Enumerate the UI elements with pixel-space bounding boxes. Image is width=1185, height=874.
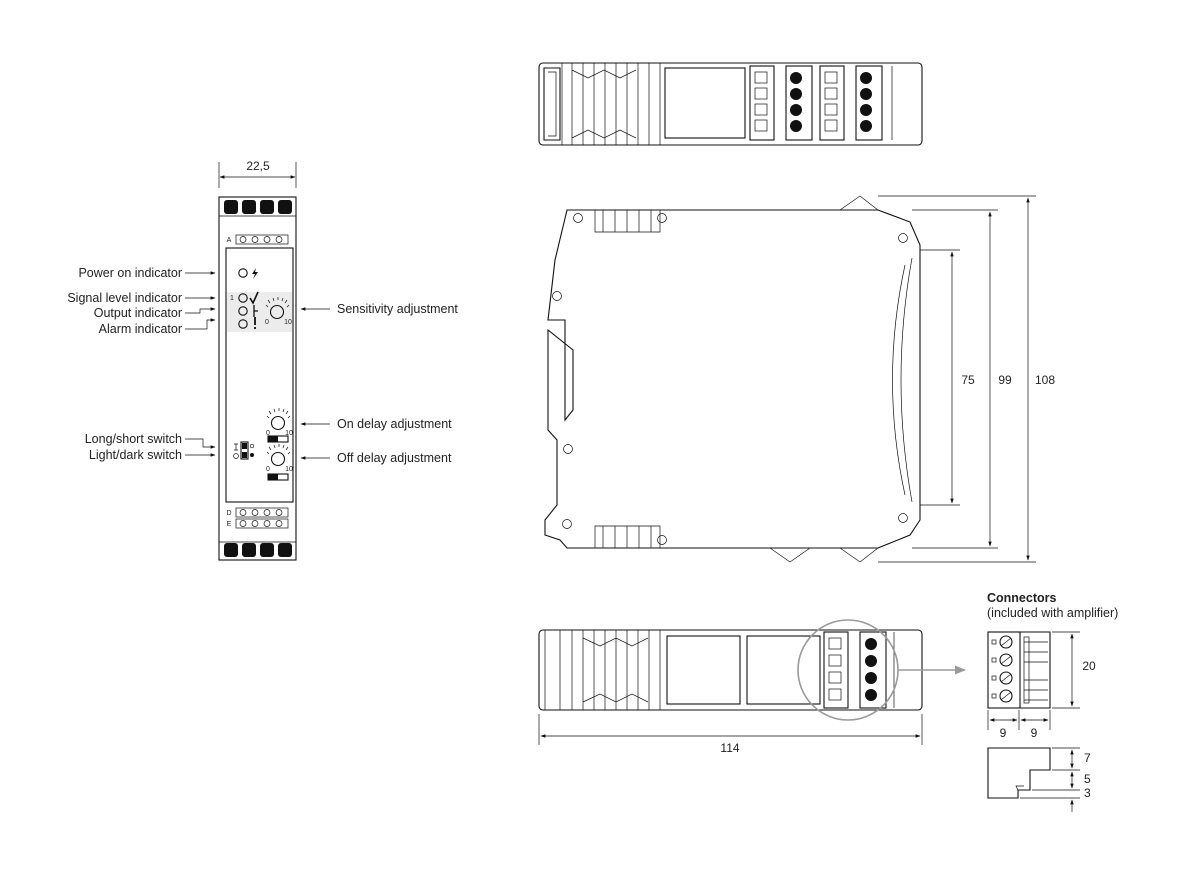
power-on-indicator-label: Power on indicator — [78, 266, 182, 280]
off-delay-knob: 0 10 — [266, 444, 293, 473]
connector-pitch-b: 9 — [1031, 726, 1038, 740]
output-indicator-label: Output indicator — [94, 306, 182, 320]
front-screw-row-a — [235, 234, 289, 245]
indicator-shade — [227, 292, 292, 332]
row-letter-e: E — [227, 521, 232, 528]
power-icon — [252, 268, 258, 279]
front-width-label: 22,5 — [246, 159, 270, 173]
side-dim-middle: 99 — [998, 373, 1012, 387]
connectors-subtitle: (included with amplifier) — [987, 606, 1118, 620]
front-screw-row-e — [235, 518, 289, 529]
sensitivity-adjustment-label: Sensitivity adjustment — [337, 302, 458, 316]
svg-text:0: 0 — [266, 466, 270, 473]
connectors-title: Connectors — [987, 591, 1057, 605]
side-dim-outer: 108 — [1035, 373, 1055, 387]
front-screw-row-d — [235, 507, 289, 518]
svg-text:10: 10 — [285, 466, 293, 473]
side-view: 75 99 108 — [544, 195, 1055, 563]
bottom-view: 114 — [538, 619, 967, 755]
channel-number: 1 — [230, 295, 234, 302]
svg-text:10: 10 — [284, 319, 292, 326]
front-width-dimension: 22,5 — [218, 159, 297, 188]
front-bottom-terminals — [219, 541, 296, 557]
on-delay-knob: 0 10 — [266, 408, 293, 437]
side-dim-inner: 75 — [961, 373, 975, 387]
on-delay-adjustment-label: On delay adjustment — [337, 417, 452, 431]
row-letter-d: D — [226, 510, 231, 517]
svg-text:0: 0 — [265, 319, 269, 326]
light-dark-switch-label: Light/dark switch — [89, 448, 182, 462]
output-led — [238, 306, 248, 316]
connector-pitch-a: 9 — [1000, 726, 1007, 740]
svg-text:10: 10 — [285, 430, 293, 437]
connector-side-mid: 5 — [1084, 772, 1091, 786]
svg-text:0: 0 — [266, 430, 270, 437]
off-delay-adjustment-label: Off delay adjustment — [337, 451, 452, 465]
alarm-led — [238, 319, 248, 329]
bottom-length-label: 114 — [720, 741, 739, 755]
front-top-terminals — [219, 200, 296, 217]
checkmark-icon — [249, 291, 259, 305]
front-view: 22,5 A 1 — [67, 159, 458, 561]
front-housing — [218, 196, 297, 561]
long-short-switch-label: Long/short switch — [85, 432, 182, 446]
signal-level-led — [238, 293, 248, 303]
alarm-indicator-label: Alarm indicator — [99, 322, 182, 336]
front-panel — [225, 247, 294, 503]
mode-switch — [233, 441, 255, 460]
connector-side-bottom: 3 — [1084, 786, 1091, 800]
row-letter-a: A — [227, 237, 232, 244]
sensitivity-knob: 0 10 — [265, 297, 292, 326]
output-icon — [253, 305, 258, 317]
signal-level-indicator-label: Signal level indicator — [67, 291, 182, 305]
top-view — [538, 62, 923, 146]
connector-side-top: 7 — [1084, 751, 1091, 765]
connector-height-label: 20 — [1082, 659, 1096, 673]
power-led — [238, 268, 248, 278]
connector-detail: Connectors (included with amplifier) 20 … — [987, 591, 1118, 812]
